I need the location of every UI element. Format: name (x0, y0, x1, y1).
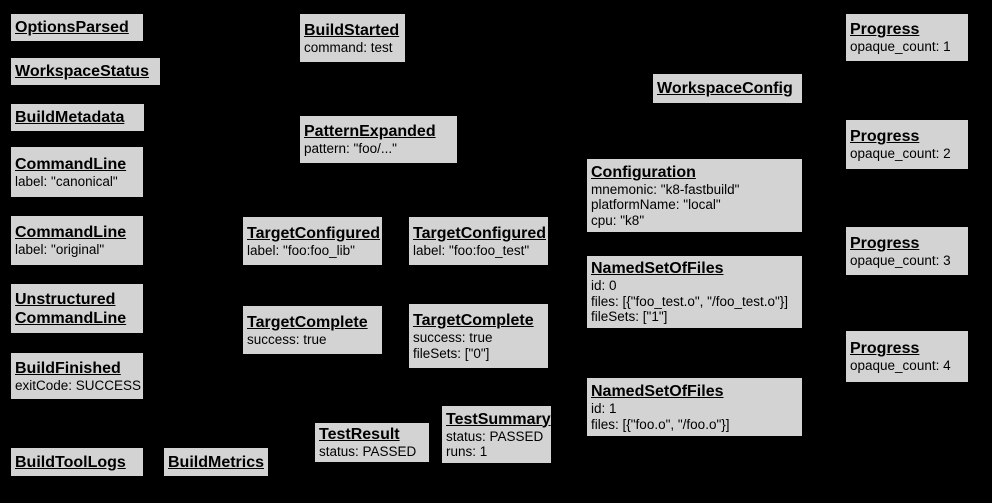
node-attribute: platformName: "local" (591, 197, 721, 213)
node-title: NamedSetOfFiles (591, 260, 724, 278)
node-target-configured-foo-test: TargetConfigured label: "foo:foo_test" (408, 216, 549, 266)
node-title: Unstructured (15, 290, 116, 308)
node-title: Progress (850, 21, 920, 39)
node-attribute: pattern: "foo/..." (304, 141, 397, 157)
node-progress-2: Progress opaque_count: 2 (845, 119, 969, 170)
node-attribute: success: true (413, 330, 493, 345)
node-title: Progress (850, 340, 920, 358)
node-target-complete-foo-lib: TargetComplete success: true (242, 305, 383, 355)
node-attribute: exitCode: SUCCESS (15, 377, 142, 393)
node-build-metrics: BuildMetrics (163, 447, 269, 477)
node-build-finished: BuildFinished exitCode: SUCCESS (10, 352, 144, 400)
node-attribute: label: "foo:foo_test" (413, 242, 530, 258)
node-attribute: mnemonic: "k8-fastbuild" (591, 181, 740, 197)
node-attribute: fileSets: ["0"] (413, 345, 490, 361)
node-attribute: id: 1 (591, 401, 617, 416)
node-attribute: opaque_count: 2 (850, 146, 951, 162)
node-title: WorkspaceConfig (657, 80, 793, 97)
node-attribute: opaque_count: 4 (850, 358, 951, 374)
node-target-complete-foo-test: TargetComplete success: true fileSets: [… (408, 303, 549, 369)
node-title: CommandLine (15, 224, 127, 242)
node-title: Progress (850, 234, 920, 252)
node-progress-4: Progress opaque_count: 4 (845, 330, 969, 383)
node-title: TargetConfigured (247, 224, 381, 242)
node-attribute: label: "canonical" (15, 173, 118, 189)
node-attribute: label: "original" (15, 242, 105, 258)
node-command-line-original: CommandLine label: "original" (10, 215, 144, 266)
node-title: CommandLine (15, 155, 127, 173)
node-configuration: Configuration mnemonic: "k8-fastbuild" p… (586, 158, 803, 233)
node-test-result: TestResult status: PASSED (314, 422, 430, 463)
node-test-summary: TestSummary status: PASSED runs: 1 (441, 405, 552, 464)
node-title: PatternExpanded (304, 123, 436, 141)
node-attribute: label: "foo:foo_lib" (247, 242, 355, 258)
node-attribute: success: true (247, 331, 327, 347)
node-attribute: opaque_count: 1 (850, 39, 951, 55)
node-pattern-expanded: PatternExpanded pattern: "foo/..." (299, 115, 458, 164)
node-attribute: command: test (304, 39, 393, 55)
node-options-parsed: OptionsParsed (10, 13, 144, 42)
node-attribute: status: PASSED (319, 444, 417, 460)
node-title: BuildStarted (304, 21, 400, 39)
node-title: BuildFinished (15, 359, 121, 377)
node-title: TestResult (319, 426, 400, 444)
node-title: CommandLine (15, 309, 127, 327)
node-title: BuildMetadata (15, 109, 125, 126)
node-attribute: files: [{"foo_test.o", "/foo_test.o"}] (591, 293, 789, 309)
node-progress-3: Progress opaque_count: 3 (845, 226, 969, 276)
node-attribute: runs: 1 (446, 444, 488, 459)
node-unstructured-command-line: Unstructured CommandLine (10, 283, 144, 334)
node-named-set-of-files-0: NamedSetOfFiles id: 0 files: [{"foo_test… (586, 255, 803, 329)
node-title: TargetComplete (247, 313, 368, 331)
node-workspace-status: WorkspaceStatus (10, 57, 161, 86)
node-workspace-config: WorkspaceConfig (652, 73, 803, 104)
node-title: OptionsParsed (15, 19, 129, 36)
node-attribute: status: PASSED (446, 428, 544, 444)
node-build-tool-logs: BuildToolLogs (10, 447, 144, 477)
node-progress-1: Progress opaque_count: 1 (845, 13, 969, 62)
node-title: Progress (850, 128, 920, 146)
node-attribute: opaque_count: 3 (850, 252, 951, 268)
node-title: BuildToolLogs (15, 453, 126, 471)
node-build-metadata: BuildMetadata (10, 103, 145, 132)
node-title: TargetComplete (413, 312, 534, 329)
node-attribute: cpu: "k8" (591, 212, 645, 228)
node-title: BuildMetrics (168, 453, 265, 471)
node-title: WorkspaceStatus (15, 63, 149, 80)
node-title: TestSummary (446, 410, 551, 428)
node-title: Configuration (591, 163, 696, 181)
node-named-set-of-files-1: NamedSetOfFiles id: 1 files: [{"foo.o", … (586, 377, 803, 437)
node-build-started: BuildStarted command: test (299, 13, 406, 63)
node-attribute: files: [{"foo.o", "/foo.o"}] (591, 416, 730, 432)
node-target-configured-foo-lib: TargetConfigured label: "foo:foo_lib" (242, 216, 383, 266)
node-attribute: id: 0 (591, 278, 617, 294)
node-attribute: fileSets: ["1"] (591, 309, 668, 325)
node-command-line-canonical: CommandLine label: "canonical" (10, 146, 144, 198)
node-title: TargetConfigured (413, 224, 547, 242)
node-title: NamedSetOfFiles (591, 383, 724, 400)
